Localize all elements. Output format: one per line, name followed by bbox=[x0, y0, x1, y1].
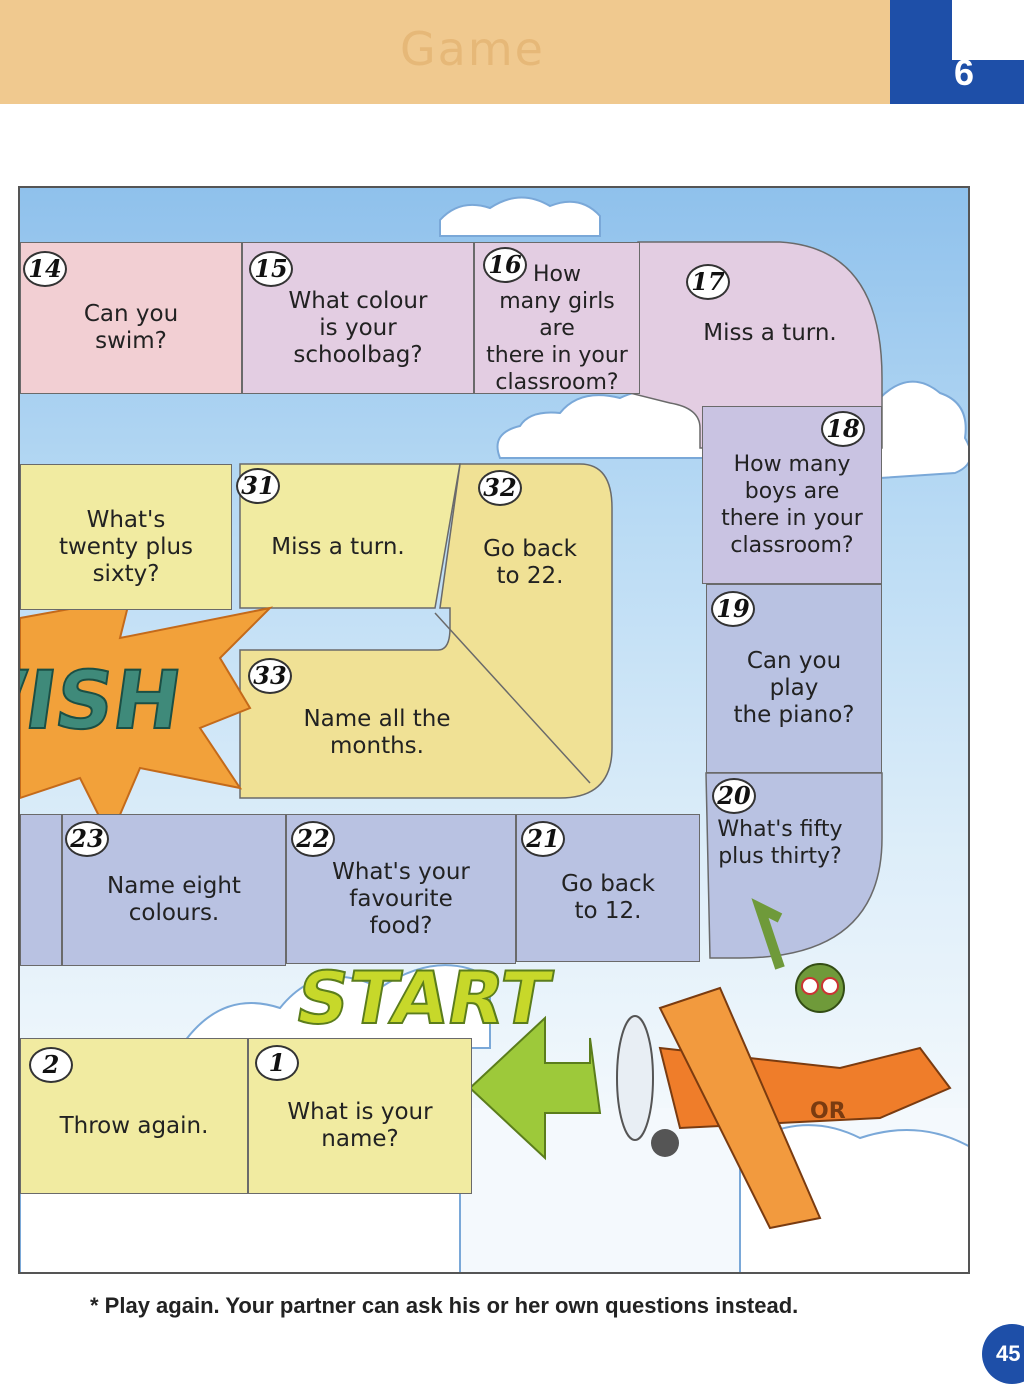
cloud-icon bbox=[178, 964, 491, 1049]
faded-title: Game bbox=[400, 22, 545, 76]
cloud-icon bbox=[879, 380, 968, 480]
square-32: 32 Go back to 22. bbox=[450, 468, 610, 638]
game-board: WISH START OR 14 Can you swim? 15 What c… bbox=[18, 186, 970, 1274]
square-number: 16 bbox=[483, 247, 527, 283]
square-text: How many girls are there in your classro… bbox=[486, 261, 628, 395]
square-number: 18 bbox=[821, 411, 865, 447]
square-text: Miss a turn. bbox=[703, 319, 837, 346]
page-number: 45 bbox=[982, 1324, 1024, 1384]
square-text: What's twenty plus sixty? bbox=[58, 506, 194, 587]
explosion-shape bbox=[20, 596, 274, 841]
square-number: 14 bbox=[23, 251, 67, 287]
square-text: What colour is your schoolbag? bbox=[288, 287, 428, 368]
square-text: Can you play the piano? bbox=[733, 648, 855, 728]
square-text: Miss a turn. bbox=[271, 533, 405, 560]
square-23: 23 Name eight colours. bbox=[62, 814, 286, 966]
square-20: 20 What's fifty plus thirty? bbox=[680, 778, 880, 888]
start-label: START bbox=[290, 958, 558, 1041]
plane-label: OR bbox=[810, 1099, 846, 1124]
square-text: What's fifty plus thirty? bbox=[717, 817, 843, 869]
square-text: Can you swim? bbox=[83, 301, 179, 354]
cloud-icon bbox=[439, 196, 601, 237]
square-2: 2 Throw again. bbox=[20, 1038, 248, 1194]
square-31: 31 Miss a turn. bbox=[232, 464, 444, 610]
square-text: How many boys are there in your classroo… bbox=[721, 452, 863, 558]
square-number: 33 bbox=[248, 658, 292, 694]
square-17: 17 Miss a turn. bbox=[660, 248, 880, 388]
square-14: 14 Can you swim? bbox=[20, 242, 242, 394]
square-number: 2 bbox=[29, 1047, 73, 1083]
square-18: 18 How many boys are there in your class… bbox=[702, 406, 882, 584]
square-24-edge bbox=[20, 814, 62, 966]
unit-tab-box bbox=[952, 0, 1024, 60]
square-16: 16 How many girls are there in your clas… bbox=[474, 242, 640, 395]
square-text: Name all the months. bbox=[303, 706, 451, 759]
square-15: 15 What colour is your schoolbag? bbox=[242, 242, 474, 394]
footnote: * Play again. Your partner can ask his o… bbox=[90, 1293, 799, 1318]
square-number: 1 bbox=[255, 1045, 299, 1081]
square-text: Go back to 22. bbox=[483, 536, 577, 589]
unit-tab: 6 bbox=[890, 0, 1024, 104]
square-text: Throw again. bbox=[59, 1112, 209, 1139]
square-number: 20 bbox=[712, 778, 756, 814]
square-number: 31 bbox=[236, 468, 280, 504]
square-text: Go back to 12. bbox=[561, 871, 655, 924]
square-1: 1 What is your name? bbox=[248, 1038, 472, 1194]
square-30: What's twenty plus sixty? bbox=[20, 464, 232, 610]
square-22: 22 What's your favourite food? bbox=[286, 814, 516, 964]
square-number: 21 bbox=[521, 821, 565, 857]
square-19: 19 Can you play the piano? bbox=[706, 584, 882, 773]
unit-number: 6 bbox=[954, 52, 975, 93]
square-21: 21 Go back to 12. bbox=[516, 814, 700, 962]
square-text: What is your name? bbox=[287, 1099, 433, 1152]
finish-label: WISH bbox=[20, 653, 187, 747]
square-33: 33 Name all the months. bbox=[242, 650, 512, 796]
square-number: 15 bbox=[249, 251, 293, 287]
square-number: 19 bbox=[711, 591, 755, 627]
square-text: Name eight colours. bbox=[107, 873, 241, 926]
square-number: 22 bbox=[291, 821, 335, 857]
square-text: What's your favourite food? bbox=[332, 858, 470, 939]
airplane-icon: OR bbox=[616, 898, 952, 1230]
square-number: 23 bbox=[65, 821, 109, 857]
square-number: 17 bbox=[686, 264, 730, 300]
header-band: Game bbox=[0, 0, 890, 104]
square-number: 32 bbox=[478, 470, 522, 506]
